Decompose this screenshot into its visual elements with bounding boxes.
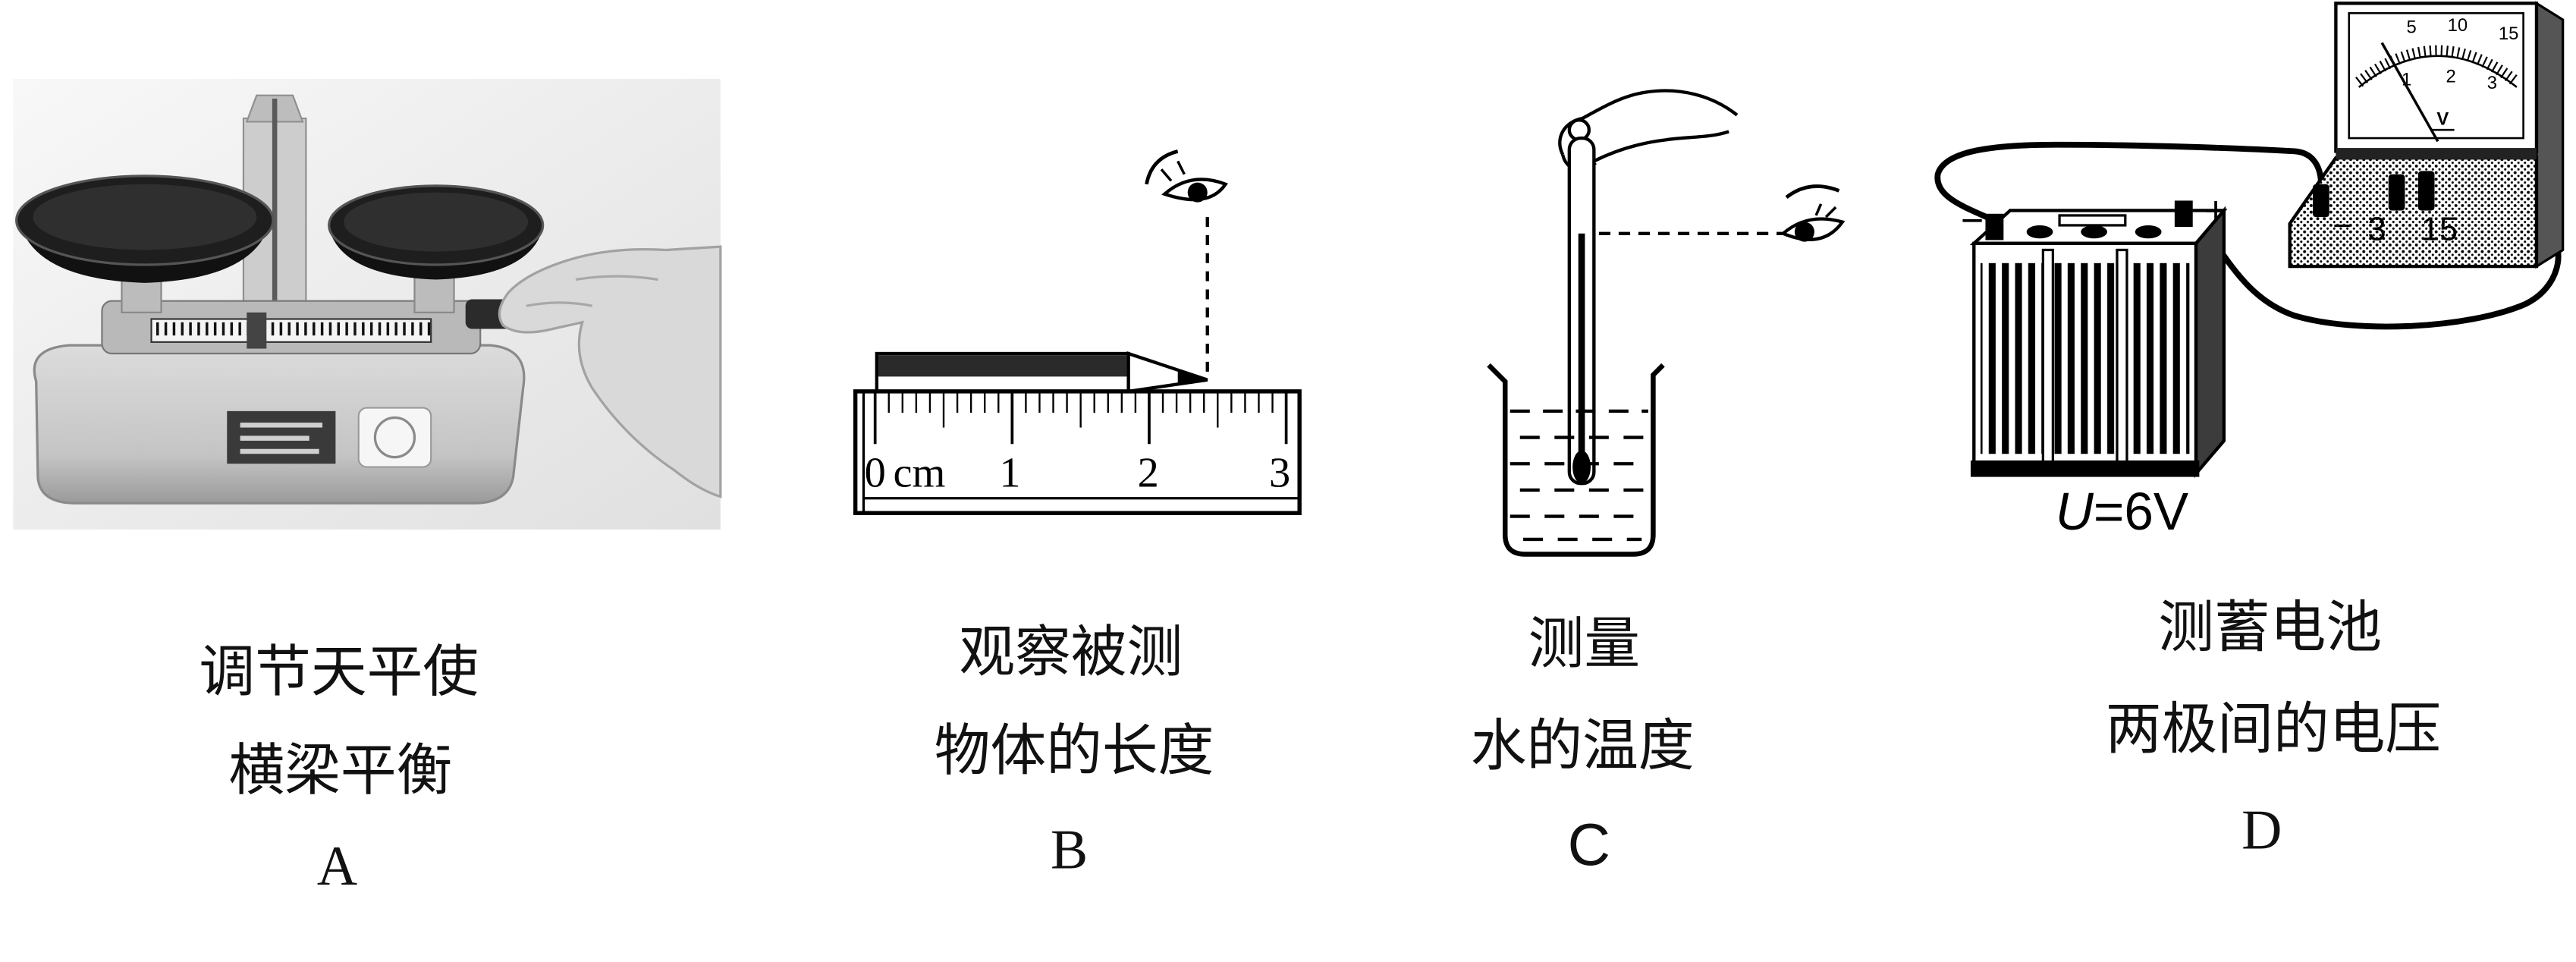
beaker <box>1487 363 1665 557</box>
eyebrow <box>1145 149 1179 185</box>
eye-looking-down-icon <box>1145 149 1228 203</box>
battery-side <box>2194 206 2226 479</box>
cell-cap <box>2081 225 2107 239</box>
dial-lower-3: 3 <box>2487 73 2497 93</box>
panel-d-caption-line-2: 两极间的电压 <box>2106 697 2441 762</box>
panel-b-caption-line-1: 观察被测 <box>959 620 1183 684</box>
wire-negative <box>1934 141 2324 224</box>
liquid-column <box>1578 233 1585 464</box>
panel-c-caption-line-2: 水的温度 <box>1471 714 1695 778</box>
ruler-label-0: 0 <box>865 450 886 497</box>
dial-upper-15: 15 <box>2499 24 2519 44</box>
hand-lower-edge <box>1593 130 1729 163</box>
battery-ribs <box>1980 263 2190 454</box>
cell-divider <box>2116 248 2128 465</box>
panel-c: 测量 水的温度 C <box>1471 89 1846 878</box>
ruler-label-3: 3 <box>1269 450 1290 497</box>
finger-crease <box>575 275 658 281</box>
thermometer <box>1567 118 1596 486</box>
left-pan-inner <box>33 184 257 250</box>
ruler-label-2: 2 <box>1138 450 1159 497</box>
pencil-wood-tip <box>1126 351 1208 394</box>
panel-b-caption-line-2: 物体的长度 <box>935 718 1214 783</box>
voltmeter: 5 10 15 1 2 3 V − 3 15 <box>2288 1 2565 269</box>
thermometer-bulb <box>1572 450 1591 484</box>
eyelash <box>1814 203 1837 218</box>
panel-c-letter: C <box>1568 811 1610 878</box>
ruler-ticks <box>873 391 1288 445</box>
inspection-sticker <box>357 407 432 468</box>
pencil-lead <box>1177 369 1208 385</box>
sticker-seal <box>373 416 416 459</box>
battery-foot <box>1970 460 2200 477</box>
voltmeter-side <box>2535 1 2565 269</box>
panel-a-caption-line-1: 调节天平使 <box>199 640 479 704</box>
dial-band <box>2336 148 2537 160</box>
voltage-symbol: U <box>2056 482 2094 541</box>
pupil <box>1187 182 1208 203</box>
beam-scale <box>150 318 432 343</box>
negative-terminal <box>1985 213 2004 240</box>
eyebrow <box>1785 184 1840 200</box>
positive-terminal <box>2174 200 2193 228</box>
battery-positive-sign: + <box>2204 189 2227 233</box>
battery-lid-bar <box>2058 214 2127 227</box>
terminal-3 <box>2388 174 2405 211</box>
balance-photo <box>13 79 722 530</box>
dial-upper-5: 5 <box>2407 17 2417 37</box>
panel-d-letter: D <box>2241 798 2282 860</box>
panel-b: 0 cm 1 2 3 观察被测 物体的长度 B <box>853 149 1302 880</box>
panel-d: − + U=6V 5 10 15 1 2 3 V − 3 1 <box>1934 1 2565 860</box>
ruler-unit: cm <box>894 450 946 497</box>
voltage-value: =6V <box>2094 482 2188 541</box>
dial-scale-arc <box>2358 55 2518 88</box>
finger-crease <box>526 301 593 307</box>
panel-a-letter: A <box>317 835 357 897</box>
panel-a: 调节天平使 横梁平衡 A <box>13 79 722 897</box>
battery-negative-sign: − <box>1961 199 1984 243</box>
terminal-negative <box>2313 184 2329 218</box>
panel-a-caption-line-2: 横梁平衡 <box>228 738 452 803</box>
voltmeter-needle <box>2380 42 2439 143</box>
dial-lower-1: 1 <box>2402 70 2411 90</box>
label-plate-line <box>240 423 323 428</box>
terminal-label-15: 15 <box>2421 211 2458 247</box>
dial-unit: V <box>2436 109 2449 130</box>
cell-cap <box>2135 225 2162 239</box>
panel-b-letter: B <box>1051 818 1088 880</box>
terminal-label-3: 3 <box>2368 211 2386 247</box>
cell-cap <box>2026 225 2053 239</box>
storage-battery: − + <box>1961 189 2228 479</box>
hand <box>498 245 722 498</box>
cell-divider <box>2041 248 2055 465</box>
panel-d-caption-line-1: 测蓄电池 <box>2158 596 2382 660</box>
panel-c-caption-line-1: 测量 <box>1528 612 1640 677</box>
wire-positive <box>2185 207 2562 330</box>
pupil <box>1794 222 1814 242</box>
label-plate-line <box>240 448 319 454</box>
ruler-label-1: 1 <box>999 450 1020 497</box>
battery-voltage-label: U=6V <box>2056 482 2188 541</box>
eyelash <box>1160 160 1186 182</box>
beaker-outline <box>1487 363 1665 557</box>
dial-upper-10: 10 <box>2448 15 2468 36</box>
dial-lower-2: 2 <box>2446 66 2456 86</box>
label-plate-line <box>240 435 309 441</box>
right-pan-inner <box>344 192 529 252</box>
ruler: 0 cm 1 2 3 <box>853 389 1302 515</box>
terminal-label-negative: − <box>2333 208 2351 244</box>
terminal-15 <box>2417 171 2435 211</box>
pencil <box>875 351 1208 394</box>
eye-looking-left-icon <box>1780 184 1846 242</box>
hand-upper-edge <box>1558 89 1739 156</box>
pencil-dark-face <box>878 355 1127 377</box>
rider <box>247 312 267 349</box>
